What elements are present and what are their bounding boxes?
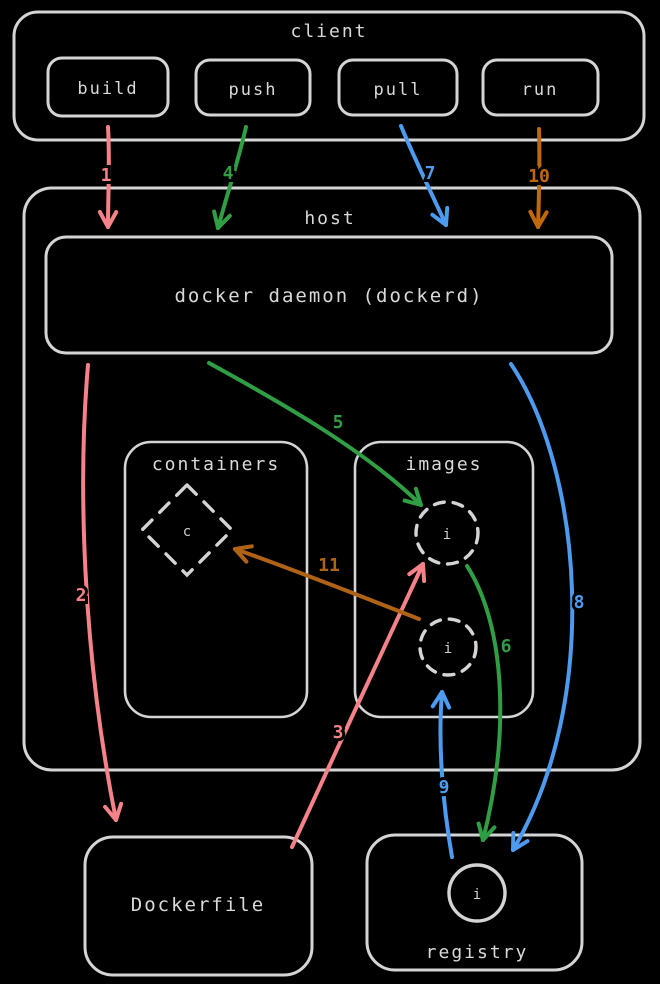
- image-icon: [418, 617, 478, 677]
- arrow-8-daemon-to-registry: 8: [509, 362, 587, 852]
- arrowhead: [233, 544, 254, 564]
- push-box: [194, 58, 312, 117]
- arrow-10-run-to-daemon: 10: [525, 127, 553, 229]
- daemon-label: docker daemon (dockerd): [174, 285, 483, 307]
- registry-box: [365, 833, 584, 972]
- containers-box: [123, 440, 309, 719]
- dockerfile-group: Dockerfile: [83, 835, 314, 977]
- container-icon: [139, 482, 235, 578]
- arrow-9-label: 9: [439, 777, 450, 798]
- arrowhead: [430, 690, 452, 710]
- arrow-5-label: 5: [333, 412, 344, 433]
- image-glyph: i: [443, 527, 451, 543]
- arrowhead: [430, 206, 450, 227]
- registry-image-glyph: i: [473, 887, 481, 903]
- images-group: images i i: [353, 440, 535, 719]
- arrow-10-label: 10: [528, 166, 550, 187]
- arrowhead: [97, 210, 119, 229]
- arrow-3-label: 3: [333, 722, 344, 743]
- arrow-11-label: 11: [318, 555, 340, 576]
- arrowhead: [476, 821, 497, 842]
- command-pull: pull: [337, 58, 459, 117]
- build-label: build: [77, 79, 138, 99]
- arrow-1-build-to-daemon: 1: [97, 125, 119, 229]
- container-glyph: c: [183, 524, 191, 540]
- arrow-7-label: 7: [425, 163, 436, 184]
- arrow-2-label: 2: [76, 585, 87, 606]
- command-run: run: [481, 58, 600, 117]
- arrow-1-label: 1: [101, 165, 112, 186]
- command-push: push: [194, 58, 312, 117]
- arrowhead: [402, 486, 423, 507]
- arrowhead: [103, 801, 124, 822]
- push-label: push: [229, 80, 278, 100]
- image-icon: [447, 863, 507, 923]
- client-group: client build push pull run: [12, 10, 646, 142]
- pull-label: pull: [374, 80, 423, 100]
- dockerfile-box: [83, 835, 314, 977]
- image-icon: [414, 500, 480, 566]
- arrow-6-image-to-registry: 6: [465, 564, 514, 842]
- images-box: [353, 440, 535, 719]
- arrow-4-label: 4: [223, 163, 234, 184]
- arrow-7-pull-to-daemon: 7: [399, 124, 450, 227]
- arrow-9-registry-to-image: 9: [430, 690, 454, 859]
- client-box: [12, 10, 646, 142]
- registry-title: registry: [426, 942, 529, 963]
- client-title: client: [290, 21, 367, 42]
- arrow-2-daemon-to-dockerfile: 2: [73, 363, 124, 822]
- arrowhead: [212, 209, 232, 230]
- containers-title: containers: [152, 454, 280, 475]
- arrow-6-label: 6: [501, 636, 512, 657]
- image-glyph: i: [444, 641, 452, 657]
- run-box: [481, 58, 600, 117]
- arrow-3-dockerfile-to-image: 3: [290, 562, 427, 849]
- host-title: host: [304, 208, 355, 229]
- daemon-box: [44, 235, 614, 355]
- containers-group: containers c: [123, 440, 309, 719]
- run-label: run: [522, 80, 559, 100]
- host-box: [22, 186, 642, 772]
- build-box: [46, 56, 170, 118]
- images-title: images: [405, 454, 482, 475]
- arrowhead: [407, 562, 427, 583]
- arrow-8-label: 8: [574, 592, 585, 613]
- arrow-5-daemon-to-image: 5: [207, 361, 423, 507]
- host-group: host docker daemon (dockerd) containers …: [22, 186, 642, 772]
- command-build: build: [46, 56, 170, 118]
- dockerfile-label: Dockerfile: [131, 894, 265, 916]
- arrow-11-image-to-container: 11: [233, 544, 421, 621]
- arrows-layer: 1 2 3 4 5 6 7 8: [73, 124, 587, 859]
- pull-box: [337, 58, 459, 117]
- arrow-4-push-to-daemon: 4: [212, 125, 248, 230]
- arrowhead: [511, 831, 530, 852]
- arrowhead: [528, 209, 549, 229]
- registry-group: i registry: [365, 833, 584, 972]
